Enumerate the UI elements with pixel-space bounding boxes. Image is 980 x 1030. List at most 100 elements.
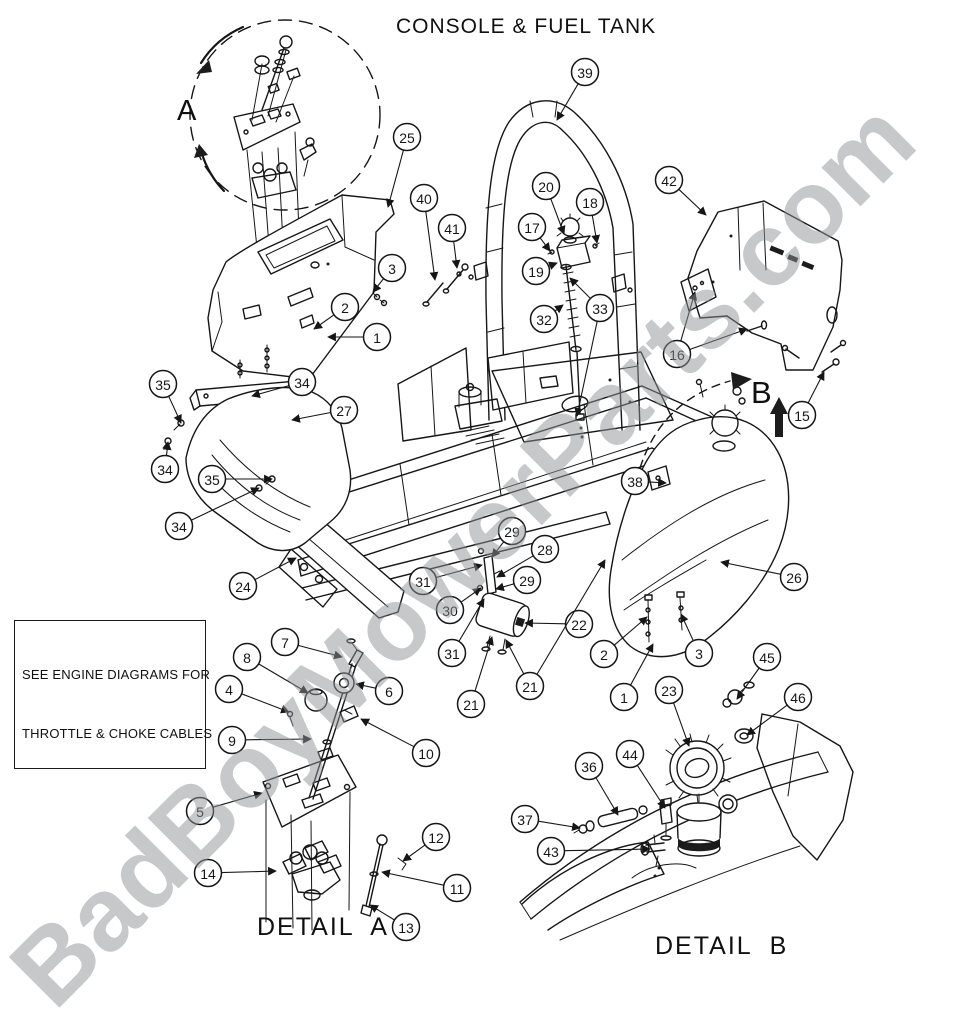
- callout-9[interactable]: 9: [217, 725, 312, 755]
- callout-25-circle[interactable]: [392, 122, 422, 152]
- callout-44[interactable]: 44: [615, 739, 666, 809]
- callout-33[interactable]: 33: [569, 277, 615, 417]
- callout-10-circle[interactable]: [411, 738, 441, 768]
- callout-11[interactable]: 11: [381, 869, 472, 903]
- callout-25[interactable]: 25: [385, 122, 422, 208]
- callout-20[interactable]: 20: [531, 171, 566, 235]
- callout-31-circle[interactable]: [437, 638, 467, 668]
- callout-3[interactable]: 3: [372, 253, 407, 293]
- callout-17-circle[interactable]: [517, 212, 547, 242]
- callout-44-circle[interactable]: [615, 739, 645, 769]
- callout-46-circle[interactable]: [783, 682, 813, 712]
- callout-15-circle[interactable]: [787, 400, 817, 430]
- callout-26[interactable]: 26: [720, 559, 809, 592]
- callout-9-circle[interactable]: [217, 725, 247, 755]
- callout-40-circle[interactable]: [409, 183, 439, 213]
- callout-3[interactable]: 3: [680, 613, 714, 668]
- callout-29-circle[interactable]: [512, 565, 542, 595]
- callout-1-circle[interactable]: [609, 682, 639, 712]
- callout-14-circle[interactable]: [193, 858, 223, 888]
- callout-40[interactable]: 40: [409, 183, 439, 281]
- callout-28[interactable]: 28: [496, 534, 560, 578]
- callout-34[interactable]: 34: [164, 487, 260, 541]
- callout-41[interactable]: 41: [437, 213, 467, 269]
- callout-21[interactable]: 21: [456, 636, 494, 719]
- callout-45-circle[interactable]: [752, 642, 782, 672]
- callout-24-circle[interactable]: [228, 571, 258, 601]
- callout-1[interactable]: 1: [609, 643, 654, 712]
- callout-34[interactable]: 34: [251, 367, 317, 399]
- callout-2[interactable]: 2: [313, 292, 360, 330]
- callout-38[interactable]: 38: [620, 466, 667, 496]
- callout-12[interactable]: 12: [402, 822, 451, 862]
- callout-7-circle[interactable]: [270, 627, 300, 657]
- callout-36-circle[interactable]: [574, 751, 604, 781]
- callout-31[interactable]: 31: [437, 598, 485, 668]
- callout-13-circle[interactable]: [391, 912, 421, 942]
- callout-42-circle[interactable]: [654, 165, 684, 195]
- callout-3-circle[interactable]: [377, 253, 407, 283]
- callout-13[interactable]: 13: [369, 904, 421, 942]
- callout-19[interactable]: 19: [521, 256, 558, 286]
- callout-41-circle[interactable]: [437, 213, 467, 243]
- callout-4[interactable]: 4: [214, 674, 290, 714]
- callout-37[interactable]: 37: [510, 804, 581, 834]
- callout-21-circle[interactable]: [515, 671, 545, 701]
- callout-35-circle[interactable]: [148, 369, 178, 399]
- callout-28-circle[interactable]: [530, 534, 560, 564]
- callout-1[interactable]: 1: [327, 322, 392, 352]
- callout-34[interactable]: 34: [150, 441, 180, 484]
- callout-45[interactable]: 45: [736, 642, 782, 700]
- callout-4-circle[interactable]: [214, 674, 244, 704]
- callout-35[interactable]: 35: [148, 369, 182, 424]
- callout-42[interactable]: 42: [654, 165, 707, 216]
- callout-35-circle[interactable]: [197, 464, 227, 494]
- callout-21[interactable]: 21: [505, 559, 606, 701]
- callout-38-circle[interactable]: [620, 466, 650, 496]
- callout-5-circle[interactable]: [185, 796, 215, 826]
- callout-27-circle[interactable]: [329, 395, 359, 425]
- callout-10[interactable]: 10: [360, 718, 441, 768]
- callout-27[interactable]: 27: [291, 395, 359, 425]
- callout-24[interactable]: 24: [228, 557, 297, 601]
- callout-15[interactable]: 15: [787, 371, 825, 430]
- callout-16[interactable]: 16: [662, 291, 748, 369]
- callout-17[interactable]: 17: [517, 212, 551, 252]
- callout-1-circle[interactable]: [362, 322, 392, 352]
- callout-29[interactable]: 29: [491, 516, 527, 558]
- callout-14[interactable]: 14: [193, 858, 277, 888]
- callout-6[interactable]: 6: [355, 676, 404, 706]
- callout-39[interactable]: 39: [556, 57, 600, 121]
- callout-16-circle[interactable]: [662, 339, 692, 369]
- callout-7[interactable]: 7: [270, 627, 343, 660]
- callout-35[interactable]: 35: [197, 464, 273, 494]
- callout-20-circle[interactable]: [531, 171, 561, 201]
- callout-23-circle[interactable]: [654, 675, 684, 705]
- callout-18-circle[interactable]: [575, 187, 605, 217]
- callout-2-circle[interactable]: [589, 639, 619, 669]
- callout-31-circle[interactable]: [408, 566, 438, 596]
- callout-8-circle[interactable]: [232, 642, 262, 672]
- callout-34-circle[interactable]: [150, 454, 180, 484]
- callout-46[interactable]: 46: [746, 682, 813, 736]
- callout-36[interactable]: 36: [574, 751, 619, 816]
- callout-26-circle[interactable]: [779, 562, 809, 592]
- callout-23[interactable]: 23: [654, 675, 691, 747]
- callout-43-circle[interactable]: [536, 836, 566, 866]
- callout-31[interactable]: 31: [408, 562, 483, 596]
- callout-32[interactable]: 32: [529, 304, 564, 334]
- callout-6-circle[interactable]: [374, 676, 404, 706]
- callout-11-circle[interactable]: [442, 873, 472, 903]
- callout-32-circle[interactable]: [529, 304, 559, 334]
- callout-30-circle[interactable]: [435, 595, 465, 625]
- callout-39-circle[interactable]: [570, 57, 600, 87]
- callout-37-circle[interactable]: [510, 804, 540, 834]
- callout-29[interactable]: 29: [495, 565, 542, 595]
- callout-5[interactable]: 5: [185, 790, 263, 826]
- callout-12-circle[interactable]: [421, 822, 451, 852]
- callout-2[interactable]: 2: [589, 616, 648, 669]
- callout-21-circle[interactable]: [456, 689, 486, 719]
- callout-29-circle[interactable]: [497, 516, 527, 546]
- callout-34-circle[interactable]: [287, 367, 317, 397]
- callout-22-circle[interactable]: [564, 609, 594, 639]
